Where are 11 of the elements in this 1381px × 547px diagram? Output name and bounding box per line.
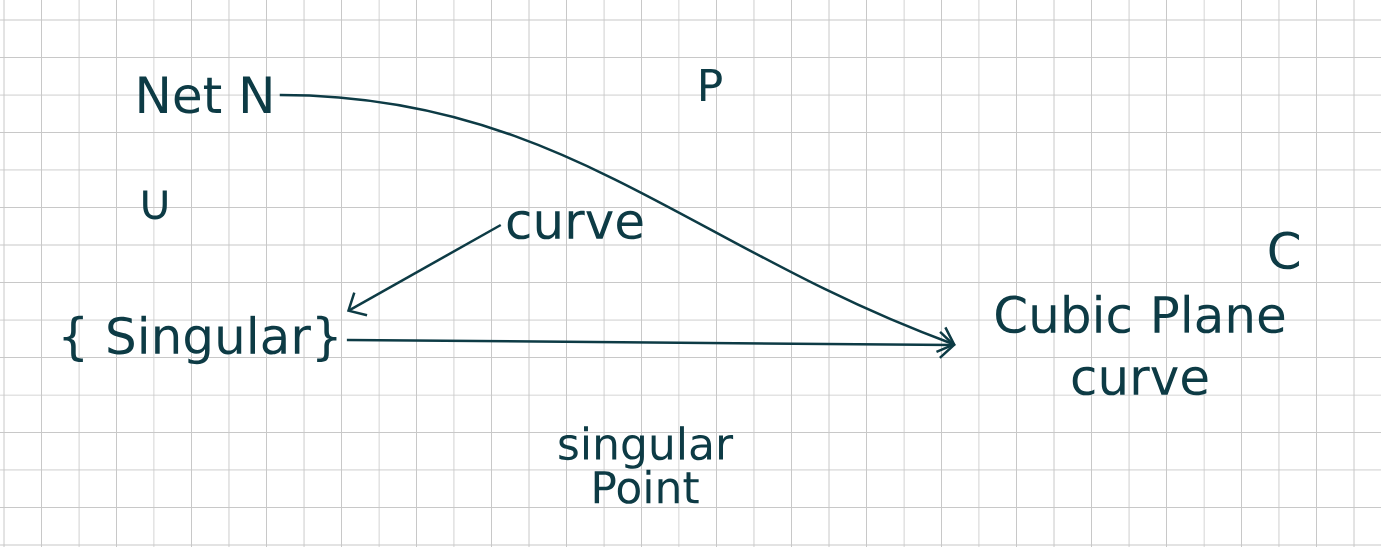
edge-label: singular Point (559, 426, 734, 504)
handwritten-text: { Singular} (63, 315, 337, 365)
arrow (279, 93, 956, 353)
edge-label: P (701, 68, 722, 102)
handwritten-text: Cubic Plane curve (996, 294, 1285, 396)
beside-text: C (1269, 231, 1299, 270)
arrow (346, 223, 502, 317)
arrow (346, 330, 956, 359)
handwritten-text: Net N (139, 76, 271, 114)
handwritten-text: ∪ (143, 190, 167, 220)
handwritten-text: curve (507, 210, 643, 240)
